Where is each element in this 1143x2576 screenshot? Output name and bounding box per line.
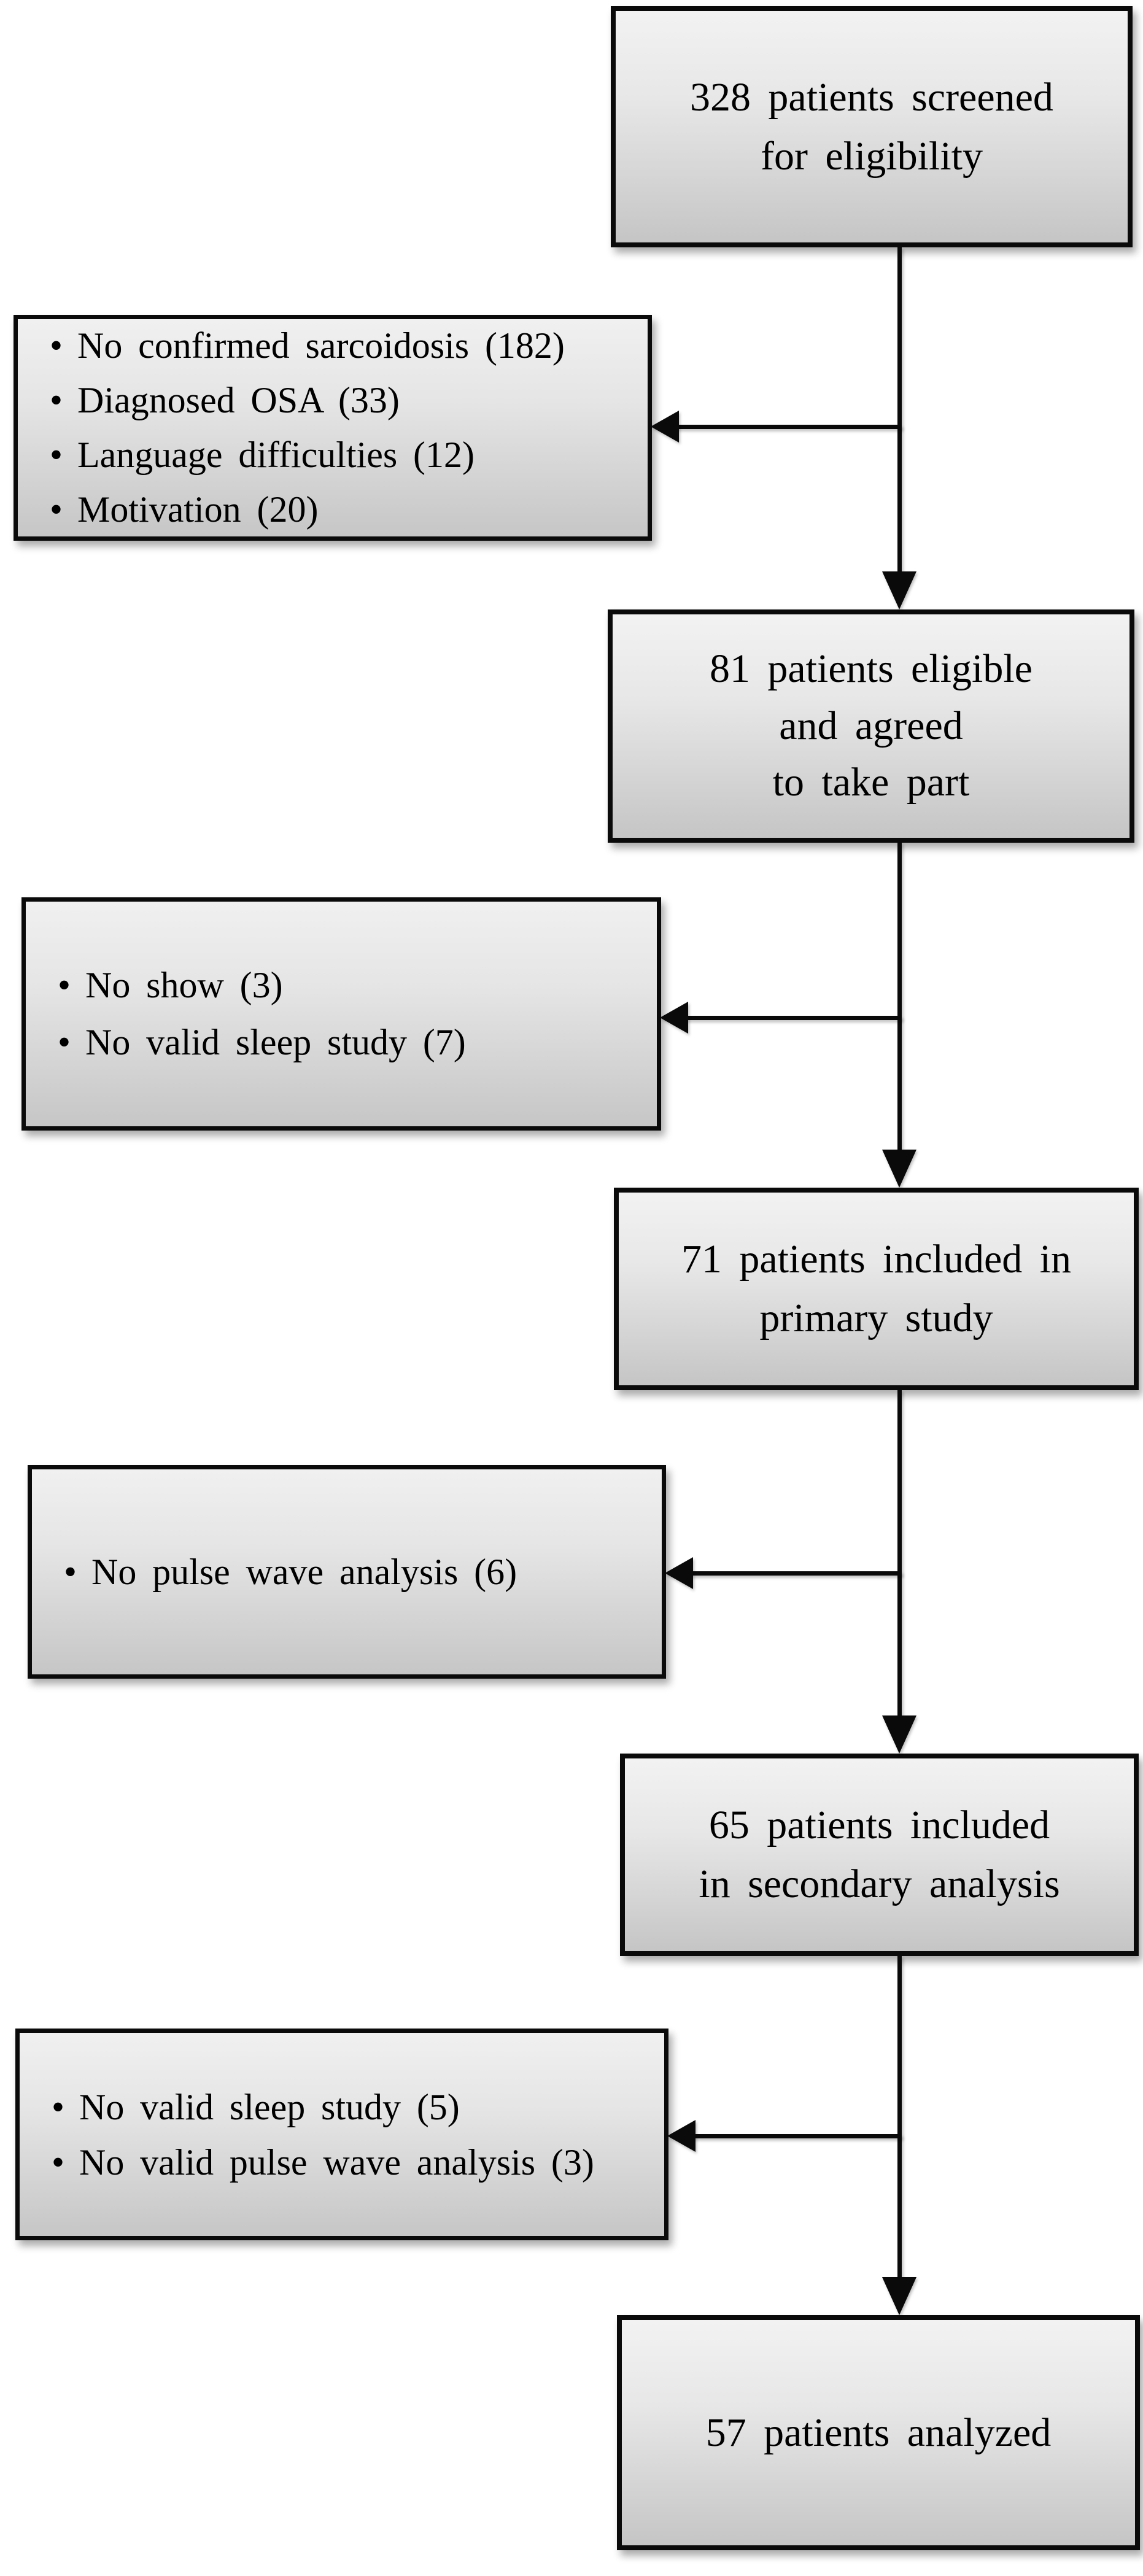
exclusion-item: • Motivation (20) xyxy=(50,482,635,537)
bullet-dot-icon: • xyxy=(52,2086,65,2127)
connector-secondary-to-analyzed xyxy=(897,1956,902,2277)
exclusion-item: • No confirmed sarcoidosis (182) xyxy=(50,319,635,373)
exclusion-item: • Language difficulties (12) xyxy=(50,428,635,482)
bullet-dot-icon: • xyxy=(52,2141,65,2183)
bullet-dot-icon: • xyxy=(50,325,63,366)
bullet-dot-icon: • xyxy=(50,380,63,421)
node-secondary-analysis: 65 patients included in secondary analys… xyxy=(620,1754,1139,1956)
node-eligible-line: to take part xyxy=(772,760,970,805)
left-arrowhead-icon xyxy=(660,1002,688,1034)
exclusion-item-text: No valid pulse wave analysis (3) xyxy=(79,2141,594,2183)
bullet-dot-icon: • xyxy=(58,965,71,1005)
exclusion-item-text: No show (3) xyxy=(85,965,283,1005)
node-analyzed-line: 57 patients analyzed xyxy=(705,2410,1052,2455)
exclusion-item-text: No valid sleep study (5) xyxy=(79,2086,460,2127)
node-secondary-analysis-line: in secondary analysis xyxy=(699,1862,1060,1906)
node-eligible: 81 patients eligible and agreed to take … xyxy=(608,609,1134,843)
node-primary-study-line: 71 patients included in xyxy=(681,1237,1072,1282)
exclusion-item: • No valid sleep study (7) xyxy=(58,1014,645,1071)
node-excluded-at-screening: • No confirmed sarcoidosis (182) • Diagn… xyxy=(14,315,652,541)
node-screened: 328 patients screened for eligibility xyxy=(611,6,1133,247)
down-arrowhead-icon xyxy=(882,1715,916,1754)
branch-to-excluded-after-eligibility xyxy=(685,1016,902,1020)
exclusion-item-text: Language difficulties (12) xyxy=(77,435,475,475)
left-arrowhead-icon xyxy=(665,1557,693,1589)
connector-screened-to-eligible xyxy=(897,247,902,573)
down-arrowhead-icon xyxy=(882,2277,916,2315)
node-primary-study-line: primary study xyxy=(759,1296,993,1340)
exclusion-item: • No valid sleep study (5) xyxy=(52,2079,652,2135)
node-primary-study: 71 patients included in primary study xyxy=(614,1188,1139,1390)
node-screened-line: for eligibility xyxy=(761,133,983,179)
left-arrowhead-icon xyxy=(651,411,679,443)
node-excluded-after-eligibility: • No show (3) • No valid sleep study (7) xyxy=(21,897,661,1131)
node-excluded-after-secondary: • No valid sleep study (5) • No valid pu… xyxy=(15,2029,668,2240)
node-screened-line: 328 patients screened xyxy=(690,74,1053,120)
exclusion-item: • No pulse wave analysis (6) xyxy=(64,1544,649,1599)
bullet-dot-icon: • xyxy=(58,1022,71,1062)
branch-to-excluded-after-primary xyxy=(690,1571,902,1576)
bullet-dot-icon: • xyxy=(64,1552,77,1592)
node-secondary-analysis-line: 65 patients included xyxy=(708,1803,1050,1848)
node-analyzed: 57 patients analyzed xyxy=(617,2315,1140,2550)
exclusion-item-text: Diagnosed OSA (33) xyxy=(77,380,400,421)
branch-to-excluded-after-secondary xyxy=(692,2134,902,2138)
exclusion-item-text: No pulse wave analysis (6) xyxy=(91,1552,517,1592)
bullet-dot-icon: • xyxy=(50,489,63,530)
exclusion-item-text: No confirmed sarcoidosis (182) xyxy=(77,325,565,366)
connector-eligible-to-primary xyxy=(897,843,902,1150)
bullet-dot-icon: • xyxy=(50,435,63,475)
node-excluded-after-primary: • No pulse wave analysis (6) xyxy=(28,1465,666,1679)
exclusion-item-text: No valid sleep study (7) xyxy=(85,1022,466,1062)
exclusion-item: • No valid pulse wave analysis (3) xyxy=(52,2135,652,2190)
exclusion-item: • Diagnosed OSA (33) xyxy=(50,373,635,428)
down-arrowhead-icon xyxy=(882,571,916,609)
down-arrowhead-icon xyxy=(882,1150,916,1188)
node-eligible-line: 81 patients eligible xyxy=(710,646,1033,692)
exclusion-item-text: Motivation (20) xyxy=(77,489,319,530)
connector-primary-to-secondary xyxy=(897,1390,902,1715)
branch-to-excluded-at-screening xyxy=(675,425,902,429)
left-arrowhead-icon xyxy=(667,2120,695,2152)
exclusion-item: • No show (3) xyxy=(58,957,645,1014)
node-eligible-line: and agreed xyxy=(779,703,963,748)
